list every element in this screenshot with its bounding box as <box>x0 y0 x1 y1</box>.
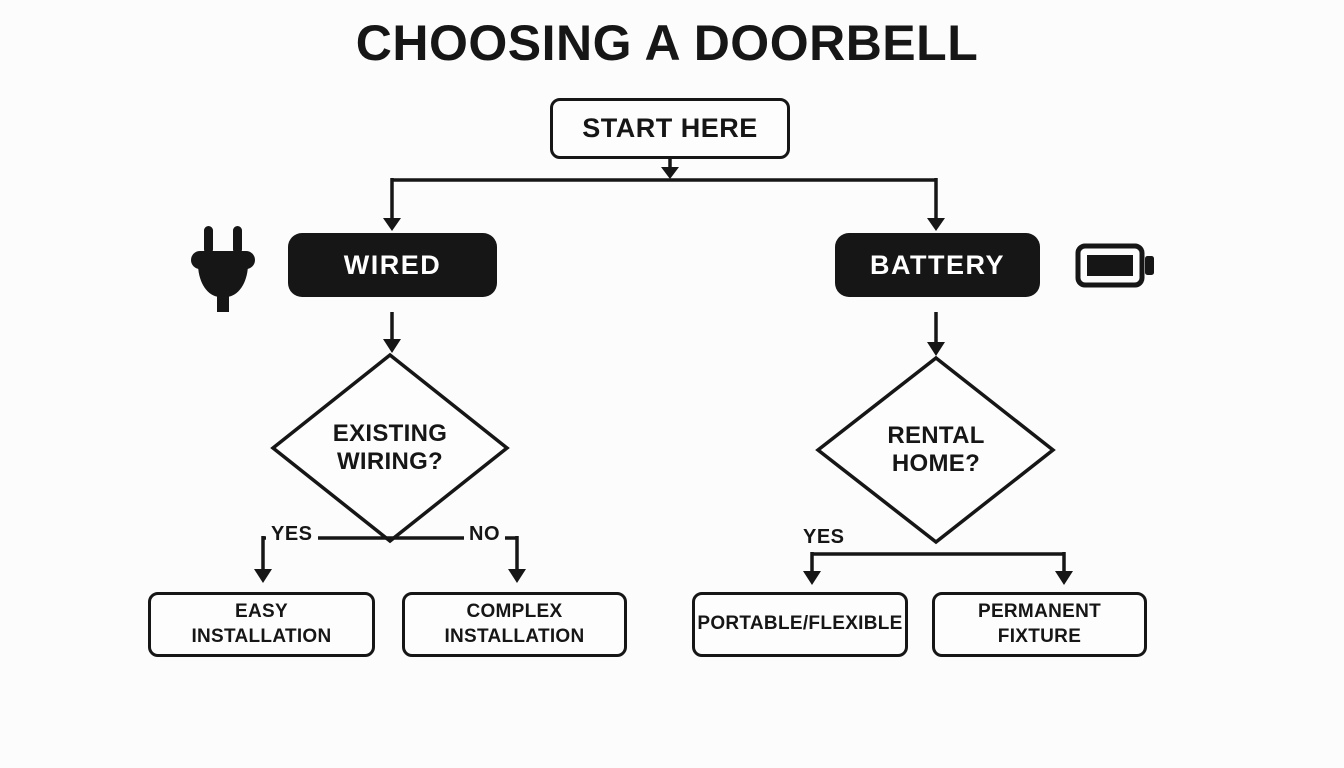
wired-yes-label: YES <box>266 523 318 546</box>
rental-home-decision-label: RENTAL HOME? <box>887 421 985 477</box>
start-to-branch-connector <box>383 158 945 231</box>
page-title: CHOOSING A DOORBELL <box>355 15 979 71</box>
battery-to-decision-connector <box>927 312 945 356</box>
portable-flexible-node: PORTABLE/FLEXIBLE <box>692 592 908 657</box>
power-plug-icon <box>191 226 255 312</box>
wired-to-decision-connector <box>383 312 401 353</box>
existing-wiring-decision-label: EXISTING WIRING? <box>332 419 448 475</box>
existing-wiring-decision-diamond <box>270 352 510 544</box>
permanent-fixture-node: PERMANENT FIXTURE <box>932 592 1147 657</box>
start-node: START HERE <box>550 98 790 159</box>
easy-installation-node: EASY INSTALLATION <box>148 592 375 657</box>
wired-node: WIRED <box>288 233 497 297</box>
wired-no-label: NO <box>464 523 505 546</box>
battery-node: BATTERY <box>835 233 1040 297</box>
complex-installation-node: COMPLEX INSTALLATION <box>402 592 627 657</box>
battery-icon <box>1075 243 1154 288</box>
battery-split-connector <box>803 552 1073 585</box>
battery-yes-label: YES <box>798 526 850 549</box>
rental-home-decision-diamond <box>815 355 1056 545</box>
